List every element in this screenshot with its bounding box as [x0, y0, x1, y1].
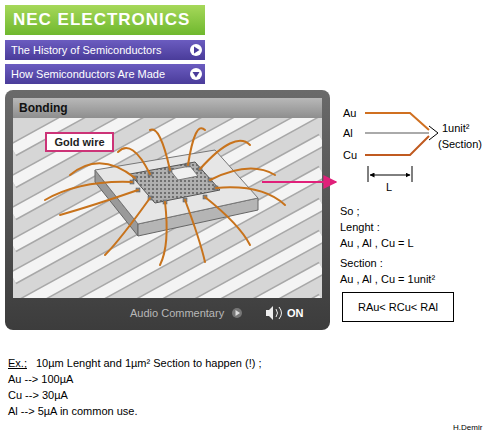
- note-text: Section :: [340, 256, 383, 270]
- copper-wire-sample: [365, 136, 429, 155]
- menu-bar-fill: [5, 40, 205, 60]
- metal-name: Cu: [343, 148, 357, 162]
- formula-box: RAu< RCu< RAl: [342, 292, 454, 322]
- down-icon: [190, 68, 202, 80]
- speaker-icon: [276, 307, 282, 319]
- lead-frame: [13, 118, 322, 298]
- metal-name: Al: [343, 126, 353, 140]
- example-text: Au --> 100µA: [8, 372, 73, 386]
- converge-mark: [429, 126, 438, 140]
- aluminium-wire-sample: [365, 132, 429, 134]
- menu-item: How Semiconductors Are Made: [11, 64, 165, 84]
- note-text: Lenght :: [340, 220, 380, 234]
- play-icon: [190, 44, 202, 56]
- menu-bar: The History of Semiconductors: [5, 40, 205, 60]
- play-icon: [236, 310, 241, 316]
- lead: [13, 140, 322, 298]
- play-icon: [194, 47, 200, 54]
- example-text: Cu --> 30µA: [8, 388, 68, 402]
- note-text: Au , Al , Cu = 1unit²: [340, 272, 435, 286]
- banner: NEC ELECTRONICS: [5, 5, 205, 35]
- screen-panel: Gold wire Bonding: [13, 98, 322, 298]
- silicon-die: [130, 162, 220, 203]
- dimension-tick: [368, 166, 369, 182]
- menu-item: The History of Semiconductors: [11, 40, 161, 60]
- banner-fill: [5, 5, 205, 35]
- gold-wire-sample: [365, 113, 429, 130]
- audio-state: ON: [287, 306, 304, 320]
- example-text: Al --> 5µA in common use.: [8, 404, 138, 418]
- dimension-label: L: [386, 180, 392, 194]
- dimension-line: [370, 175, 410, 176]
- example-text: 10µm Lenght and 1µm² Section to happen (…: [36, 356, 261, 370]
- note-text: So ;: [340, 204, 360, 218]
- callout-text: Gold wire: [54, 134, 104, 150]
- section-value: 1unit²: [442, 121, 470, 135]
- metal-name: Au: [343, 106, 356, 120]
- gold-wires: [45, 128, 285, 265]
- menu-bar-fill: [5, 64, 205, 84]
- menu-bar: How Semiconductors Are Made: [5, 64, 205, 84]
- lead: [13, 268, 322, 298]
- callout-box: Gold wire: [45, 132, 114, 152]
- dimension-tick: [412, 166, 413, 182]
- down-icon: [193, 72, 200, 78]
- note-text: Au , Al , Cu = L: [340, 236, 414, 250]
- audio-label: Audio Commentary: [130, 306, 224, 320]
- formula-text: RAu< RCu< RAl: [358, 293, 438, 321]
- example-mark: Ex.;: [8, 356, 27, 370]
- brand-name: NEC ELECTRONICS: [13, 5, 190, 35]
- section-label: (Section): [438, 137, 482, 151]
- screen-frame: Gold wire BondingAudio Commentary ON: [5, 90, 330, 330]
- die-area: [170, 166, 198, 180]
- speaker-icon: [266, 306, 273, 320]
- author-mark: H.Demir: [453, 422, 482, 433]
- play-icon: [232, 308, 242, 318]
- panel-heading: Bonding: [13, 98, 322, 118]
- pointer-arrow: [262, 181, 336, 183]
